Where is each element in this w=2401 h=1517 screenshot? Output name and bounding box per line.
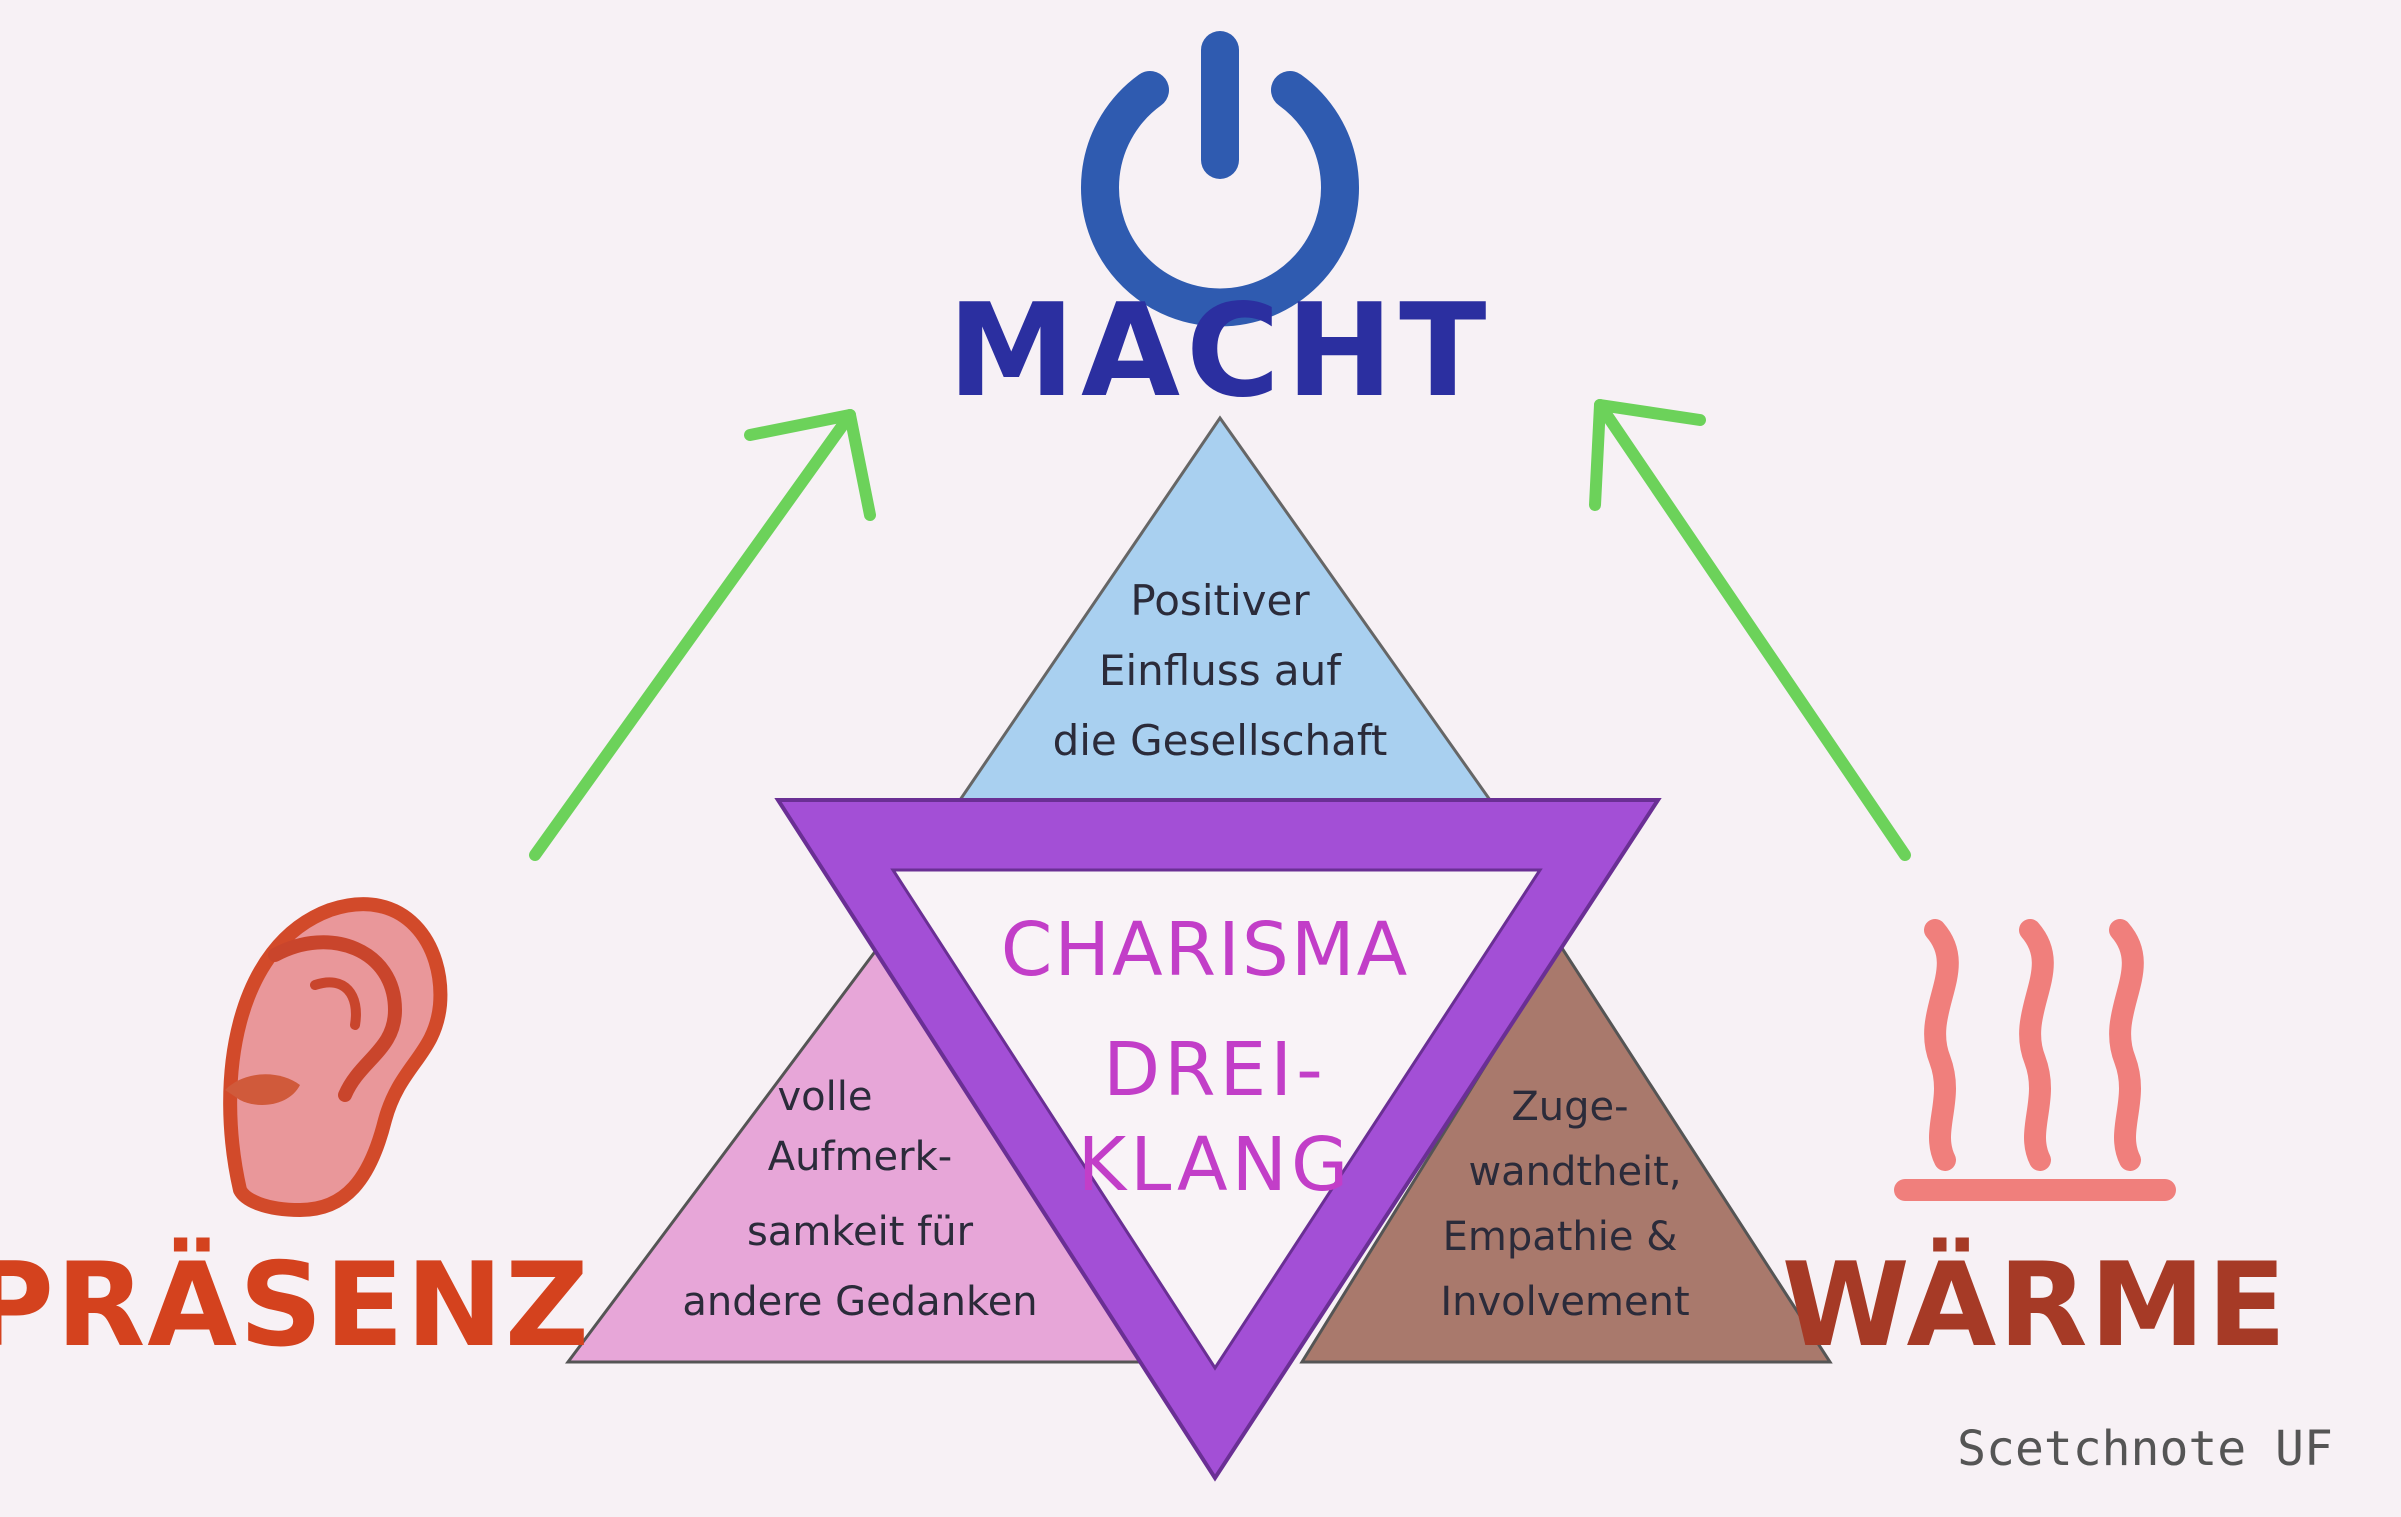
- triangle-left-line: samkeit für: [747, 1209, 974, 1255]
- triangle-right-text: Zuge- wandtheit, Empathie & Involvement: [1440, 1084, 1689, 1325]
- triangle-left-text: volle Aufmerk- samkeit für andere Gedank…: [682, 1074, 1037, 1325]
- praesenz-label: PRÄSENZ: [0, 1238, 591, 1373]
- triangle-top-line: Einfluss auf: [1099, 646, 1342, 695]
- triangle-right-line: Zuge-: [1511, 1084, 1628, 1130]
- arrow-left-to-top: [529, 409, 876, 861]
- heat-icon: [1894, 919, 2176, 1201]
- macht-label: MACHT: [948, 277, 1493, 426]
- triangle-top-line: die Gesellschaft: [1053, 716, 1388, 765]
- charisma-title: CHARISMA: [1001, 907, 1410, 993]
- triangle-top-text: Positiver Einfluss auf die Gesellschaft: [1053, 576, 1388, 765]
- charisma-frame: [774, 798, 1662, 1482]
- triangle-right: [1299, 942, 1833, 1364]
- ear-icon: [223, 897, 448, 1217]
- triangle-left-line: andere Gedanken: [682, 1279, 1037, 1325]
- triangle-right-line: Involvement: [1440, 1279, 1689, 1325]
- arrow-right-to-top: [1589, 399, 1911, 861]
- triangle-right-line: Empathie &: [1443, 1214, 1678, 1260]
- signature: Scetchnote UF: [1957, 1421, 2333, 1477]
- triangle-left-line: Aufmerk-: [768, 1134, 952, 1180]
- waerme-label: WÄRME: [1782, 1238, 2289, 1373]
- charisma-klang: KLANG: [1078, 1122, 1353, 1208]
- charisma-drei: DREI-: [1103, 1027, 1327, 1113]
- triangle-right-line: wandtheit,: [1468, 1149, 1681, 1195]
- power-icon: [1081, 31, 1359, 327]
- triangle-top-line: Positiver: [1130, 576, 1310, 625]
- triangle-left-line: volle: [778, 1074, 873, 1120]
